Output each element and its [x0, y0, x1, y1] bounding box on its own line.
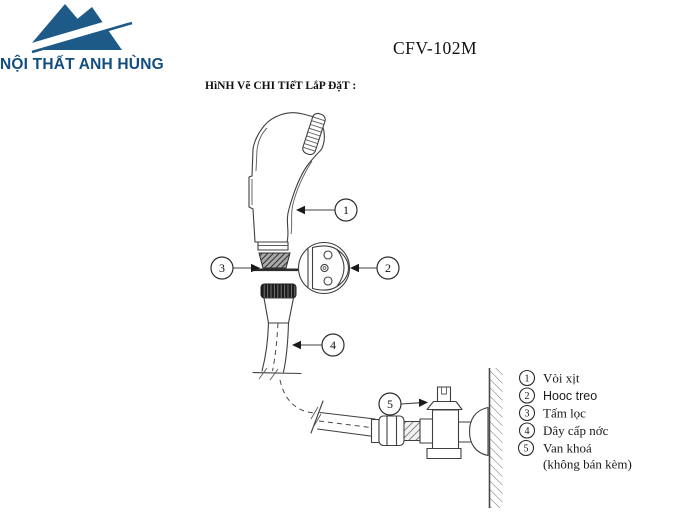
parts-legend: 1 Vòi xịt 2 Hooc treo 3 Tấm lọc 4 Dây cấ…: [517, 369, 632, 472]
legend-2-number: 2: [525, 391, 530, 402]
legend-3-number: 3: [525, 408, 530, 419]
callout-2-number: 2: [385, 261, 391, 275]
spray-head-drawing: [248, 112, 326, 251]
legend-5-label: Van khoá: [543, 441, 592, 456]
wall-drawing: [488, 368, 503, 508]
brand-logo: NỘI THẤT ANH HÙNG: [0, 0, 170, 80]
legend-note: (không bán kèm): [543, 457, 632, 472]
brand-name: NỘI THẤT ANH HÙNG: [0, 56, 164, 73]
callout-5-number: 5: [387, 397, 393, 411]
legend-5-number: 5: [524, 443, 529, 454]
callout-3-number: 3: [219, 261, 225, 275]
diagram-subtitle: HìNH Vẽ CHI TIếT LắP ĐặT :: [205, 80, 357, 92]
brand-logo-icon: [18, 4, 136, 55]
legend-4-label: Dây cấp nớc: [543, 423, 609, 438]
callout-2: 2: [350, 256, 400, 280]
callout-3: 3: [210, 256, 260, 280]
legend-item-1: 1 Vòi xịt: [518, 369, 580, 387]
valve-drawing: [403, 386, 489, 460]
filter-drawing: [251, 252, 298, 272]
legend-4-number: 4: [525, 426, 530, 437]
callout-1-number: 1: [343, 203, 349, 217]
legend-item-5: 5 Van khoá: [517, 439, 592, 457]
callout-1: 1: [296, 198, 358, 222]
legend-item-3: 3 Tấm lọc: [518, 404, 586, 422]
callout-4-number: 4: [330, 338, 336, 352]
callout-4: 4: [292, 333, 345, 357]
legend-1-label: Vòi xịt: [543, 371, 580, 386]
legend-2-label: Hooc treo: [543, 389, 597, 403]
legend-1-number: 1: [525, 373, 530, 384]
product-title: CFV-102M: [392, 38, 478, 58]
hose-drawing: [252, 283, 405, 447]
legend-item-2: 2 Hooc treo: [518, 387, 597, 404]
hook-drawing: [297, 241, 351, 295]
legend-3-label: Tấm lọc: [543, 406, 586, 421]
callout-5: 5: [378, 392, 428, 416]
legend-item-4: 4 Dây cấp nớc: [518, 422, 609, 439]
